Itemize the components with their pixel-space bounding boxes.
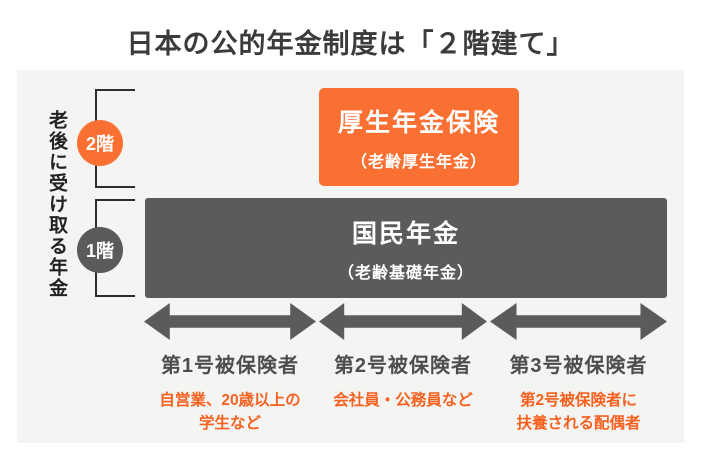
page-title: 日本の公的年金制度は「２階建て」 [126,29,575,59]
insured-category-3: 第3号被保険者 第2号被保険者に 扶養される配偶者 [490,303,667,436]
insured-category-2: 第2号被保険者 会社員・公務員など [319,303,487,412]
category-description: 会社員・公務員など [333,392,473,409]
side-axis-label: 老後に受け取る年金 [46,110,67,299]
employees-pension-box: 厚生年金保険 （老齢厚生年金） [319,88,519,186]
double-arrow-icon [144,303,316,340]
double-arrow-icon [319,303,487,340]
employees-pension-subtitle: （老齢厚生年金） [350,153,487,171]
insured-category-1: 第1号被保険者 自営業、20歳以上の 学生など [144,303,316,436]
floor2-badge: 2階 [77,120,123,166]
employees-pension-title: 厚生年金保険 [337,108,500,137]
category-label: 第2号被保険者 [333,355,473,377]
national-pension-subtitle: （老齢基礎年金） [337,264,474,282]
category-label: 第3号被保険者 [509,355,648,377]
category-description: 自営業、20歳以上の 学生など [159,392,301,433]
double-arrow-icon [490,303,667,340]
category-label: 第1号被保険者 [160,355,300,377]
national-pension-box: 国民年金 （老齢基礎年金） [145,198,667,298]
floor1-badge: 1階 [77,227,123,273]
category-description: 第2号被保険者に 扶養される配偶者 [516,392,641,433]
national-pension-title: 国民年金 [351,219,460,248]
